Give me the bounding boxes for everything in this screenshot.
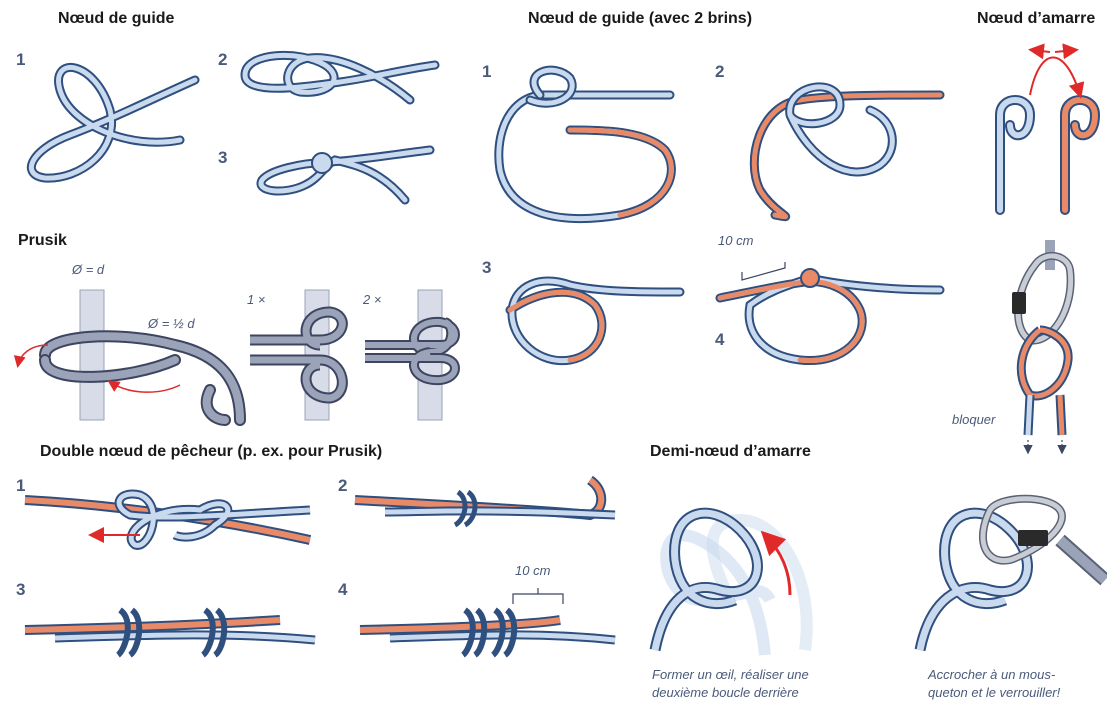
mooring-lock-label: bloquer bbox=[952, 412, 995, 427]
fisherman-step-3-illustration bbox=[25, 610, 315, 655]
mooring-knot-illustration bbox=[1000, 50, 1095, 210]
bowline-step-1-illustration bbox=[31, 67, 195, 178]
bowline-two-step-1-illustration bbox=[499, 70, 672, 218]
mooring-carabiner-illustration bbox=[1012, 240, 1071, 452]
fisherman-step-1-illustration bbox=[25, 494, 310, 545]
fisherman-step-4-number: 4 bbox=[338, 580, 347, 600]
bowline-step-2-illustration bbox=[245, 55, 435, 100]
section-title-bowline-two: Nœud de guide (avec 2 brins) bbox=[528, 10, 752, 28]
bowline-two-measure-label: 10 cm bbox=[718, 233, 753, 248]
section-title-fisherman: Double nœud de pêcheur (p. ex. pour Prus… bbox=[40, 443, 382, 461]
half-mooring-right-caption-line-1: Accrocher à un mous- bbox=[928, 666, 1060, 684]
section-title-prusik: Prusik bbox=[18, 232, 67, 250]
prusik-two-wraps-label: 2 × bbox=[363, 292, 381, 307]
half-mooring-right-caption: Accrocher à un mous- queton et le verrou… bbox=[928, 666, 1060, 702]
half-mooring-right-caption-line-2: queton et le verrouiller! bbox=[928, 684, 1060, 702]
bowline-two-step-4-number: 4 bbox=[715, 330, 724, 350]
bowline-two-step-2-illustration bbox=[754, 87, 940, 217]
prusik-one-wrap-label: 1 × bbox=[247, 292, 265, 307]
prusik-cord-diameter-label: Ø = ½ d bbox=[148, 316, 195, 331]
prusik-one-wrap-illustration bbox=[250, 290, 342, 420]
bowline-step-1-number: 1 bbox=[16, 50, 25, 70]
fisherman-step-2-illustration bbox=[355, 480, 615, 525]
bowline-step-3-number: 3 bbox=[218, 148, 227, 168]
half-mooring-right-illustration bbox=[920, 499, 1105, 650]
fisherman-step-3-number: 3 bbox=[16, 580, 25, 600]
bowline-two-step-3-illustration bbox=[510, 281, 680, 360]
fisherman-step-2-number: 2 bbox=[338, 476, 347, 496]
bowline-two-step-3-number: 3 bbox=[482, 258, 491, 278]
bowline-step-2-number: 2 bbox=[218, 50, 227, 70]
bowline-two-step-2-number: 2 bbox=[715, 62, 724, 82]
half-mooring-left-caption: Former un œil, réaliser une deuxième bou… bbox=[652, 666, 809, 702]
fisherman-measure-label: 10 cm bbox=[515, 563, 550, 578]
half-mooring-left-illustration bbox=[655, 513, 807, 655]
section-title-half-mooring: Demi-nœud d’amarre bbox=[650, 443, 811, 461]
bowline-step-3-illustration bbox=[261, 150, 430, 200]
section-title-mooring: Nœud d’amarre bbox=[977, 10, 1095, 28]
bowline-two-step-4-illustration bbox=[720, 262, 940, 361]
section-title-bowline: Nœud de guide bbox=[58, 10, 174, 28]
fisherman-step-1-number: 1 bbox=[16, 476, 25, 496]
prusik-two-wraps-illustration bbox=[365, 290, 455, 420]
half-mooring-left-caption-line-1: Former un œil, réaliser une bbox=[652, 666, 809, 684]
fisherman-step-4-illustration bbox=[360, 588, 615, 655]
prusik-illustration bbox=[18, 290, 240, 420]
bowline-two-step-1-number: 1 bbox=[482, 62, 491, 82]
prusik-rope-diameter-label: Ø = d bbox=[72, 262, 104, 277]
half-mooring-left-caption-line-2: deuxième boucle derrière bbox=[652, 684, 809, 702]
